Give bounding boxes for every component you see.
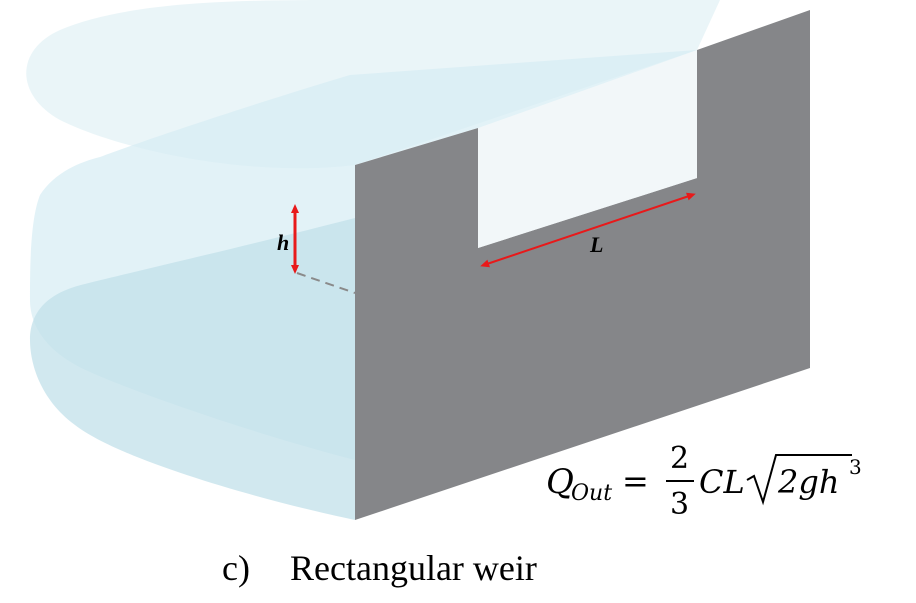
head-label: h bbox=[277, 230, 289, 255]
formula-lhs-subscript: Out bbox=[571, 481, 612, 506]
formula-lhs: Q bbox=[546, 462, 574, 502]
formula-radicand: 2gh bbox=[777, 463, 839, 501]
formula-radical-sign bbox=[746, 454, 852, 506]
formula-equals: = bbox=[622, 462, 649, 500]
water-layer-bottom bbox=[30, 218, 355, 520]
formula-coefficients: CL bbox=[699, 463, 745, 501]
formula-denominator: 3 bbox=[670, 487, 689, 522]
crest-length-arrow bbox=[480, 192, 696, 268]
weir-discharge-formula: Q Out = 2 3 CL 2gh 3 bbox=[546, 441, 862, 522]
water-level-guide-line bbox=[296, 272, 356, 294]
formula-radicand-exponent: 3 bbox=[849, 455, 862, 479]
formula-numerator: 2 bbox=[670, 441, 689, 476]
caption-text: Rectangular weir bbox=[290, 548, 537, 588]
crest-length-label: L bbox=[589, 232, 603, 257]
caption-marker: c) bbox=[222, 548, 250, 588]
